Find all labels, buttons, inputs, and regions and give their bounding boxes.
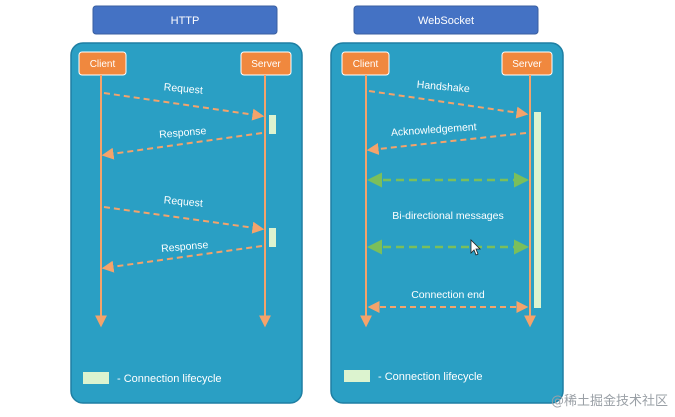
ws-legend-swatch [344,370,370,382]
http-response-label-2: Response [161,239,209,255]
http-lifecycle-block-2 [269,228,276,247]
http-client-box: Client [78,51,127,76]
ws-lifecycle-bar [534,112,541,308]
ws-panel [330,42,564,404]
ws-server-box: Server [501,51,553,76]
ws-ack-arrow [366,132,527,155]
http-panel [70,42,303,404]
http-server-box: Server [240,51,292,76]
http-response-arrow-1 [101,132,263,160]
http-request-arrow-1 [103,92,265,121]
ws-ack-label: Acknowledgement [391,121,478,139]
ws-end-label: Connection end [411,289,485,301]
http-response-label-1: Response [159,125,207,141]
watermark-text: @稀土掘金技术社区 [551,393,668,409]
http-lifecycle-block-1 [269,115,276,134]
ws-client-label: Client [353,59,379,70]
http-server-label: Server [251,59,281,70]
http-legend-swatch [83,372,109,384]
http-client-label: Client [90,59,116,70]
http-request-label-1: Request [163,81,203,96]
http-response-arrow-2 [101,245,263,273]
ws-title: WebSocket [418,15,474,27]
http-title-box: HTTP [92,5,278,35]
ws-handshake-arrow [368,90,529,119]
ws-handshake-label: Handshake [416,79,470,96]
http-request-arrow-2 [103,206,265,234]
http-legend-label: - Connection lifecycle [117,373,222,385]
ws-client-box: Client [341,51,390,76]
ws-title-box: WebSocket [353,5,539,35]
ws-bidi-label: Bi-directional messages [392,210,503,222]
ws-server-label: Server [512,59,542,70]
http-title: HTTP [171,15,200,27]
ws-legend-label: - Connection lifecycle [378,371,483,383]
mouse-cursor-icon [470,239,481,256]
http-request-label-2: Request [163,194,203,209]
